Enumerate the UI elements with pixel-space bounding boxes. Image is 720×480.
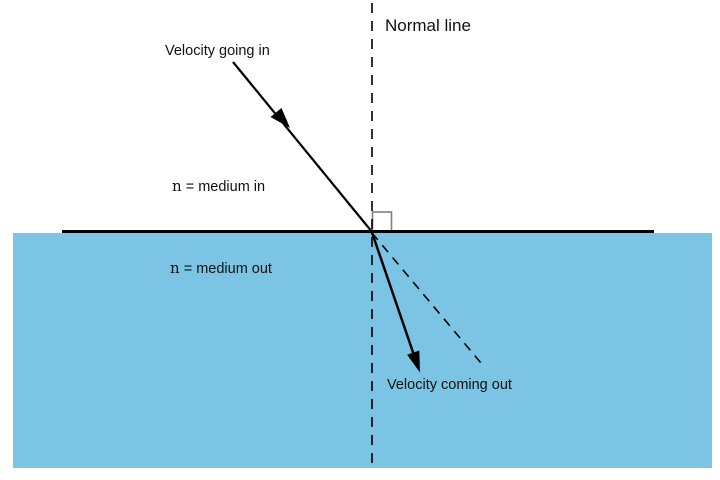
incident-ray (232, 61, 374, 234)
medium-in-label-text: = medium in (181, 179, 266, 195)
medium-out-region (13, 233, 712, 468)
undeviated-ray-dashed (371, 232, 482, 364)
medium-in-label: n = medium in (172, 178, 265, 196)
normal-line-label: Normal line (385, 16, 471, 35)
medium-out-n-symbol: n (170, 259, 180, 277)
velocity-out-label: Velocity coming out (387, 377, 512, 393)
refracted-ray-arrowhead-icon (407, 350, 420, 373)
velocity-in-label: Velocity going in (165, 43, 270, 59)
medium-out-label: n = medium out (170, 260, 272, 278)
refracted-ray (370, 232, 418, 362)
medium-in-n-symbol: n (172, 177, 182, 195)
right-angle-icon (371, 211, 393, 233)
medium-out-label-text: = medium out (179, 261, 272, 277)
incident-ray-arrowhead-icon (270, 108, 290, 128)
